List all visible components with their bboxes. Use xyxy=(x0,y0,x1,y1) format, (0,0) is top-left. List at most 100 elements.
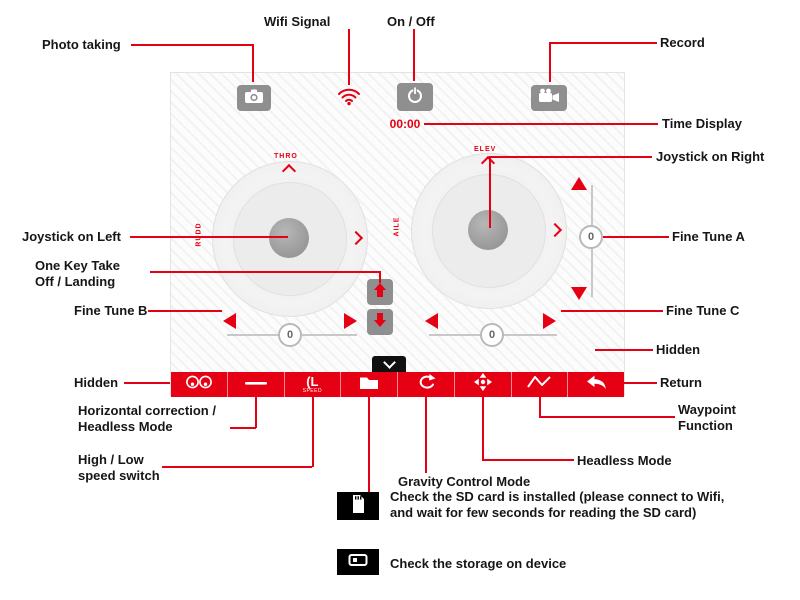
storage-note: Check the storage on device xyxy=(390,556,567,571)
gravity-mode-button[interactable] xyxy=(455,372,512,397)
time-display: 00:00 xyxy=(389,117,421,131)
down-arrow-icon xyxy=(373,312,387,333)
leader-line xyxy=(424,123,658,125)
sd-card-note: Check the SD card is installed (please c… xyxy=(390,489,725,521)
leader-line xyxy=(482,396,484,460)
flip-button[interactable] xyxy=(398,372,455,397)
gravity-icon xyxy=(473,372,493,397)
fine-tune-b-right-button[interactable] xyxy=(344,313,357,329)
leader-line xyxy=(603,236,669,238)
label-waypoint-function: Waypoint Function xyxy=(678,402,737,433)
sd-card-badge xyxy=(337,492,379,520)
leader-line xyxy=(230,427,256,429)
calibration-icon xyxy=(185,374,213,395)
leader-line xyxy=(312,396,314,467)
folder-icon xyxy=(359,375,379,395)
speed-switch-icon: (L SPEED xyxy=(302,374,323,394)
return-button[interactable] xyxy=(568,372,624,397)
speed-switch-button[interactable]: (L SPEED xyxy=(285,372,342,397)
up-arrow-icon xyxy=(373,282,387,303)
leader-line xyxy=(162,466,312,468)
leader-line xyxy=(124,382,170,384)
aileron-axis-label: AILE xyxy=(393,216,401,237)
trim-bar-icon xyxy=(244,376,268,394)
fine-tune-c-left-button[interactable] xyxy=(425,313,438,329)
label-time-display: Time Display xyxy=(662,116,742,131)
label-wifi-signal: Wifi Signal xyxy=(264,14,331,29)
record-button[interactable] xyxy=(531,85,567,111)
record-icon xyxy=(538,88,560,109)
fine-tune-b-left-button[interactable] xyxy=(223,313,236,329)
leader-line xyxy=(489,156,491,228)
leader-line xyxy=(255,396,257,428)
waypoint-button[interactable] xyxy=(512,372,569,397)
power-icon xyxy=(406,86,424,109)
label-fine-tune-c: Fine Tune C xyxy=(666,303,740,318)
flip-icon xyxy=(416,373,436,396)
photo-button[interactable] xyxy=(237,85,271,111)
label-speed-switch: High / Low speed switch xyxy=(78,452,160,483)
label-return: Return xyxy=(660,375,702,390)
fine-tune-c-right-button[interactable] xyxy=(543,313,556,329)
leader-line xyxy=(482,459,574,461)
label-hidden-right: Hidden xyxy=(656,342,701,357)
right-joystick-knob[interactable] xyxy=(468,210,508,250)
throttle-axis-label: THRO xyxy=(274,153,298,160)
leader-line xyxy=(549,42,551,82)
leader-line xyxy=(150,271,380,273)
elevator-axis-label: ELEV xyxy=(474,146,497,153)
label-photo-taking: Photo taking xyxy=(42,37,121,52)
label-fine-tune-a: Fine Tune A xyxy=(672,229,745,244)
leader-line xyxy=(148,310,222,312)
label-one-key: One Key Take Off / Landing xyxy=(35,258,121,289)
power-button[interactable] xyxy=(397,83,433,111)
storage-icon xyxy=(348,552,368,573)
left-joystick-knob[interactable] xyxy=(269,218,309,258)
camera-icon xyxy=(244,88,264,109)
leader-line xyxy=(252,44,254,82)
leader-line xyxy=(130,236,288,238)
storage-badge xyxy=(337,549,379,575)
horizontal-correction-button[interactable] xyxy=(228,372,285,397)
leader-line xyxy=(549,42,657,44)
folder-button[interactable] xyxy=(341,372,398,397)
landing-button[interactable] xyxy=(367,309,393,335)
controller-screen: 00:00 THRO RUDD ELEV AILE 0 xyxy=(170,72,625,397)
hide-toolbar-tab[interactable] xyxy=(372,355,406,372)
label-horizontal-correction: Horizontal correction / Headless Mode xyxy=(78,403,216,434)
waypoint-icon xyxy=(526,375,552,394)
label-headless-mode: Headless Mode xyxy=(577,453,672,468)
leader-line xyxy=(539,416,675,418)
leader-line xyxy=(368,396,370,492)
leader-line xyxy=(612,382,657,384)
rudder-axis-label: RUDD xyxy=(195,222,203,247)
leader-line xyxy=(489,156,652,158)
fine-tune-a-down-button[interactable] xyxy=(571,287,587,300)
fine-tune-a-value: 0 xyxy=(579,225,603,249)
return-icon xyxy=(585,374,607,395)
label-fine-tune-b: Fine Tune B xyxy=(74,303,148,318)
leader-line xyxy=(348,29,350,85)
leader-line xyxy=(539,396,541,417)
takeoff-button[interactable] xyxy=(367,279,393,305)
label-gravity-mode: Gravity Control Mode xyxy=(398,474,531,489)
label-joystick-right: Joystick on Right xyxy=(656,149,765,164)
fine-tune-b-value: 0 xyxy=(278,323,302,347)
leader-line xyxy=(413,29,415,81)
label-hidden-left: Hidden xyxy=(74,375,119,390)
leader-line xyxy=(379,271,381,283)
label-on-off: On / Off xyxy=(387,14,435,29)
chevron-down-icon xyxy=(382,355,396,369)
leader-line xyxy=(561,310,663,312)
bottom-toolbar: (L SPEED xyxy=(171,372,624,397)
leader-line xyxy=(595,349,653,351)
wifi-icon xyxy=(336,84,362,111)
leader-line xyxy=(425,396,427,473)
fine-tune-a-up-button[interactable] xyxy=(571,177,587,190)
leader-line xyxy=(131,44,253,46)
label-joystick-left: Joystick on Left xyxy=(22,229,121,244)
sd-card-icon xyxy=(350,494,366,519)
label-record: Record xyxy=(660,35,705,50)
calibration-button[interactable] xyxy=(171,372,228,397)
